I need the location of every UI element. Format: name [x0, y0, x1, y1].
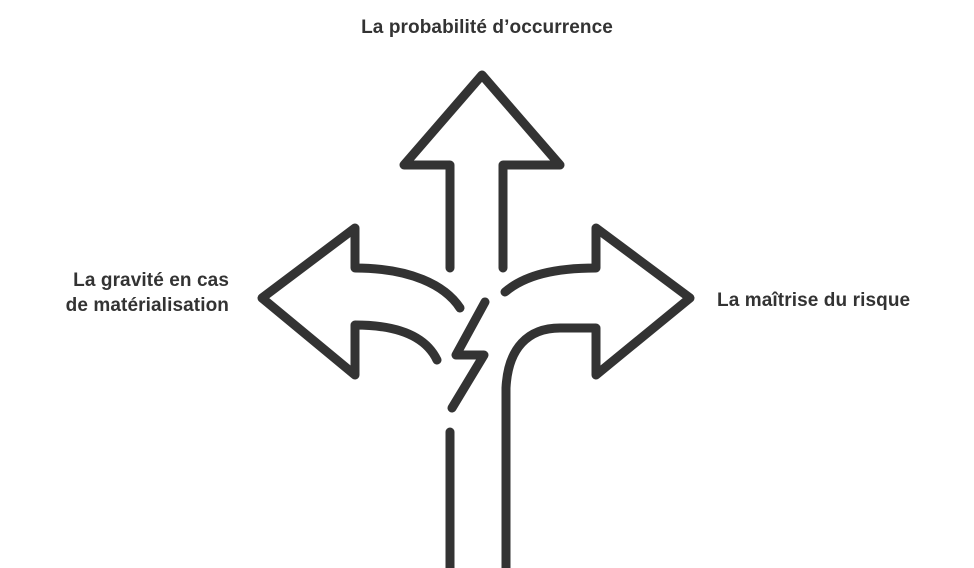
arrow-left-icon	[257, 223, 465, 380]
label-severity: La gravité en cas de matérialisation	[66, 268, 229, 318]
label-control: La maîtrise du risque	[717, 290, 911, 311]
arrow-right-icon	[500, 223, 695, 568]
label-probability: La probabilité d’occurrence	[361, 17, 613, 38]
label-severity-line1: La gravité en cas	[73, 270, 229, 291]
arrow-up-icon	[399, 70, 565, 273]
lightning-crossing-icon	[447, 297, 490, 413]
label-severity-line2: de matérialisation	[65, 295, 229, 316]
